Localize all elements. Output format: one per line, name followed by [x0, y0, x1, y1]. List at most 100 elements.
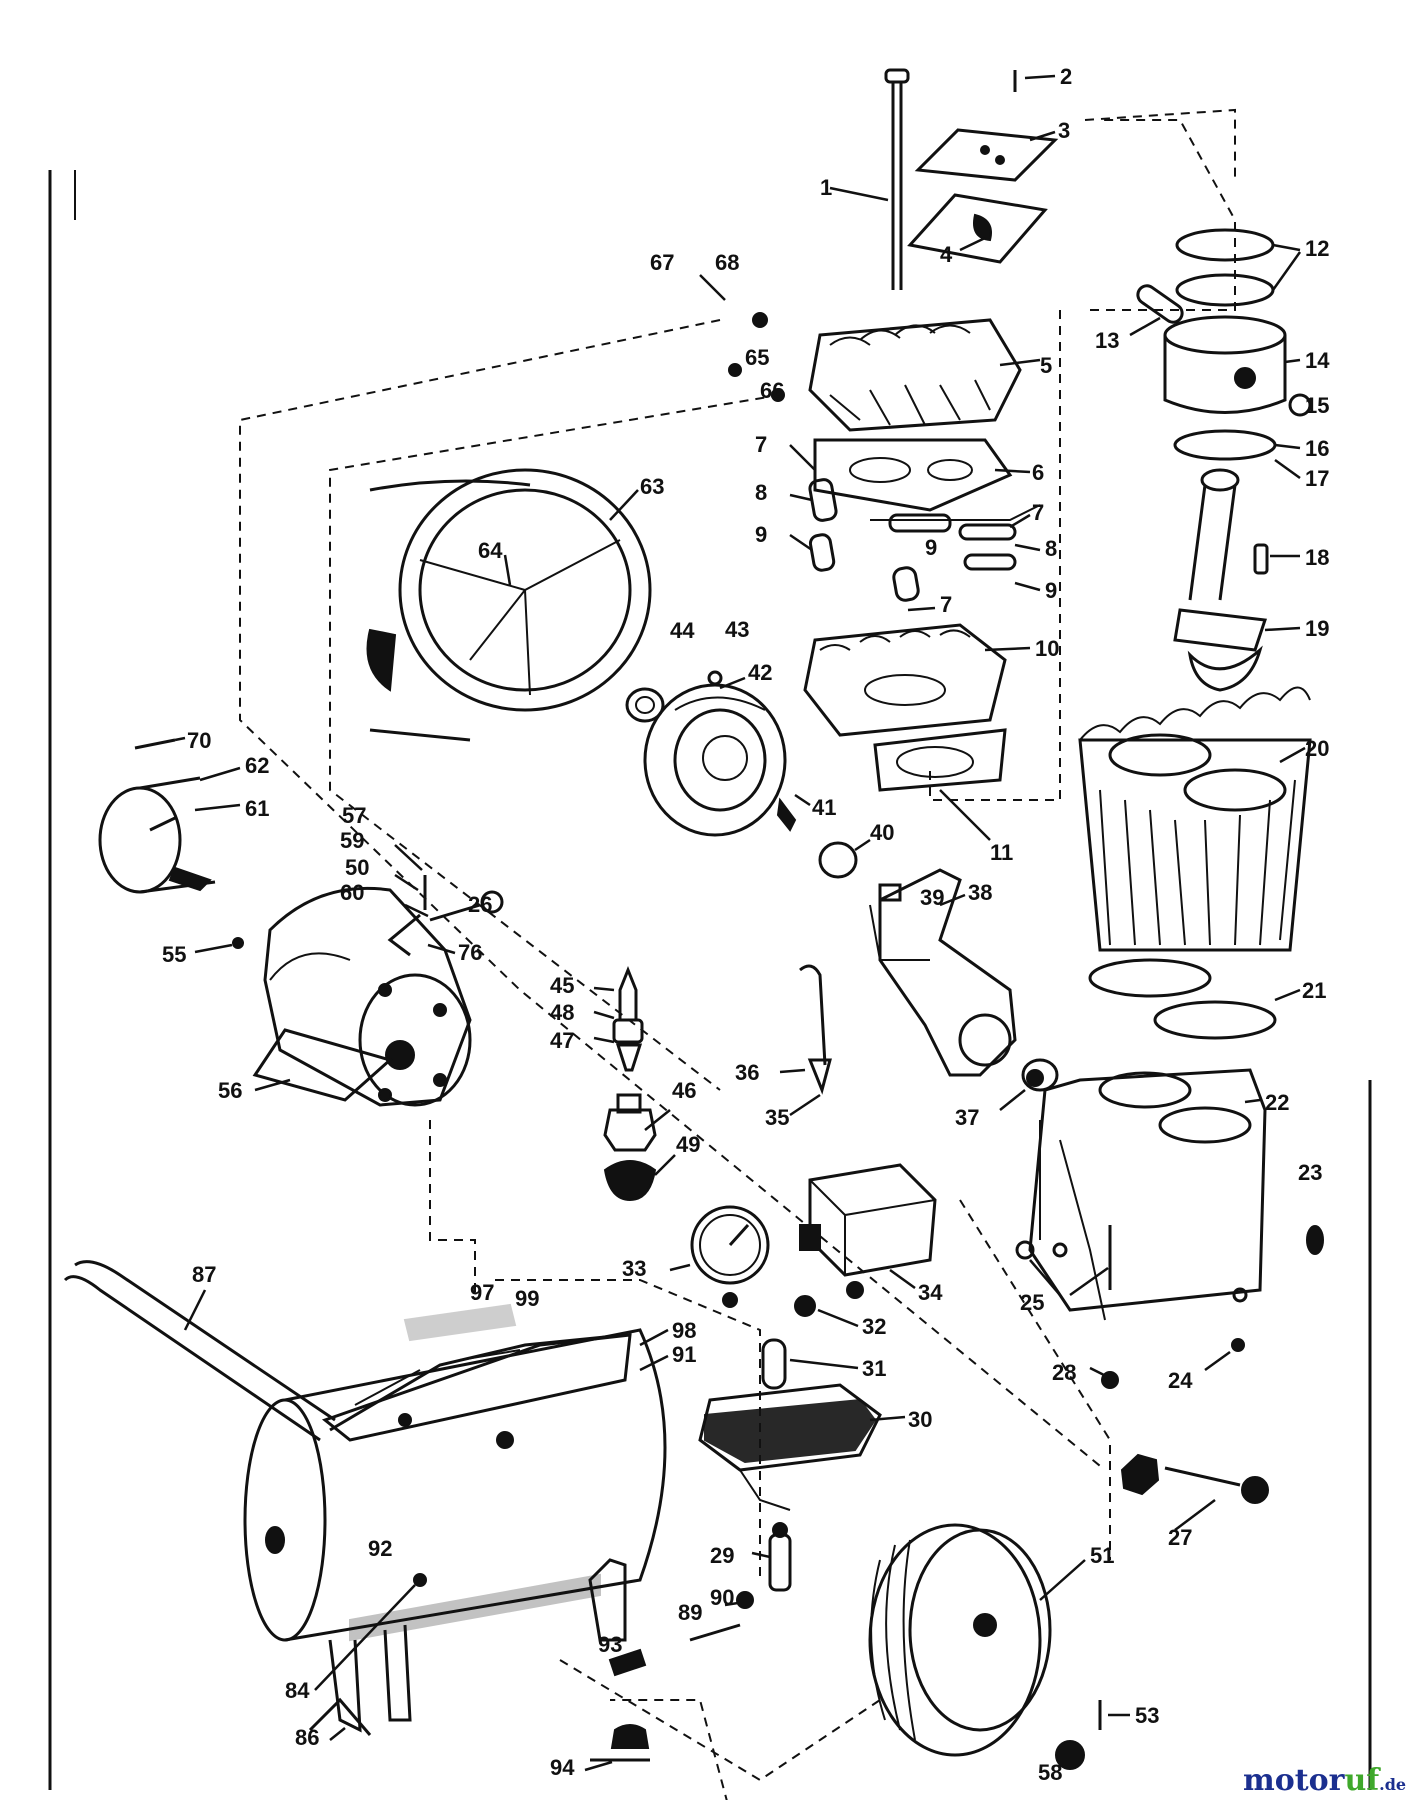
part-61-pulley: [98, 776, 241, 894]
callout: 42: [748, 660, 772, 685]
callout: 94: [550, 1755, 575, 1780]
part-20-cylinder-block: [1078, 686, 1312, 952]
callout: 93: [598, 1632, 622, 1657]
part-67-lockwasher: [699, 274, 726, 301]
callout: 66: [760, 378, 784, 403]
part-41-42-fan-rotor: [643, 676, 811, 837]
part-93-drain-cock: [608, 1648, 647, 1677]
part-91-fitting: [689, 1623, 741, 1642]
part-58-hub-cap: [1055, 1740, 1085, 1770]
parts-45-49-check-valve: [593, 965, 676, 1202]
callout: 67: [650, 250, 674, 275]
part-43-nut: [707, 670, 723, 686]
callout: 90: [710, 1585, 734, 1610]
callout: 17: [1305, 466, 1329, 491]
part-64-screw: [503, 554, 512, 586]
callout: 89: [678, 1600, 702, 1625]
part-60-connector: [404, 890, 504, 922]
part-6-valve-plate: [813, 438, 1031, 512]
callout: 8: [1045, 536, 1057, 561]
part-53-axle-bolt: [1098, 1700, 1130, 1730]
callout: 4: [940, 242, 953, 267]
part-76-bushing: [427, 943, 456, 955]
part-19-connecting-rod: [1173, 468, 1301, 692]
part-22-crankcase: [1028, 1068, 1267, 1321]
part-86-tank-feet: [308, 1624, 412, 1741]
callout: 44: [670, 618, 695, 643]
callout: 23: [1298, 1160, 1322, 1185]
callout: 15: [1305, 393, 1329, 418]
part-32-plug: [794, 1295, 859, 1328]
callout: 6: [1032, 460, 1044, 485]
callout: 24: [1168, 1368, 1193, 1393]
watermark-tld: .de: [1379, 1775, 1406, 1794]
callout: 38: [968, 880, 992, 905]
part-68-screw: [752, 312, 768, 328]
part-25-bolts: [1015, 1225, 1112, 1297]
callout: 41: [812, 795, 836, 820]
callout: 13: [1095, 328, 1119, 353]
part-56-motor: [252, 886, 472, 1107]
part-90-drain-valve: [724, 1591, 754, 1609]
callout: 48: [550, 1000, 574, 1025]
part-35-36-unloader-tube: [779, 964, 832, 1117]
part-84-air-tank: [243, 1328, 669, 1642]
callout: 65: [745, 345, 769, 370]
part-2-screw: [1013, 70, 1056, 92]
part-29-tube: [751, 1522, 792, 1592]
part-5-cylinder-head: [808, 318, 1041, 432]
part-87-handle: [63, 1260, 336, 1442]
part-44-washer: [625, 687, 665, 723]
part-98-shroud: [321, 1328, 669, 1449]
part-31-nipple: [761, 1338, 859, 1390]
callout: 19: [1305, 616, 1329, 641]
callout: 47: [550, 1028, 574, 1053]
callout: 98: [672, 1318, 696, 1343]
callout: 50: [345, 855, 369, 880]
callout: 63: [640, 474, 664, 499]
part-13-wrist-pin: [1129, 284, 1184, 337]
callout: 51: [1090, 1543, 1114, 1568]
part-57-screw: [394, 844, 427, 910]
callout: 18: [1305, 545, 1329, 570]
callout: 2: [1060, 64, 1072, 89]
callout: 57: [342, 803, 366, 828]
part-24-screw: [1204, 1338, 1245, 1372]
callout: 27: [1168, 1525, 1192, 1550]
callout: 20: [1305, 736, 1329, 761]
part-26-nut: [1089, 1366, 1119, 1389]
callout: 55: [162, 942, 186, 967]
callout: 16: [1305, 436, 1329, 461]
callout: 99: [515, 1286, 539, 1311]
part-63-belt-guard: [366, 468, 652, 742]
part-62-key: [199, 766, 241, 782]
part-18-rod-bolt: [1253, 543, 1300, 575]
callout: 49: [676, 1132, 700, 1157]
callout-labels: 1 2 3 4 5 6 7 7 7 8 8 9 9 9 10 11 12 13 …: [162, 64, 1330, 1785]
part-23-plug: [1306, 1225, 1324, 1255]
part-27-bolt: [1164, 1466, 1269, 1531]
callout: 56: [218, 1078, 242, 1103]
part-4-gasket: [907, 193, 1048, 264]
callout: 26: [468, 892, 492, 917]
callout: 25: [1020, 1290, 1044, 1315]
part-21-base-gaskets: [1088, 958, 1301, 1040]
callout: 9: [755, 522, 767, 547]
callout: 45: [550, 973, 574, 998]
callout: 68: [715, 250, 739, 275]
callout: 60: [340, 880, 364, 905]
part-39-key: [878, 883, 902, 902]
part-33-pressure-gauge: [669, 1205, 770, 1308]
callout: 35: [765, 1105, 789, 1130]
part-99-pad: [403, 1303, 517, 1342]
part-11-gasket: [873, 728, 1007, 841]
callout: 62: [245, 753, 269, 778]
callout: 33: [622, 1256, 646, 1281]
callout: 30: [908, 1407, 932, 1432]
callout: 70: [187, 728, 211, 753]
part-59-cord: [387, 873, 421, 957]
part-10-valve-plate-lower: [803, 623, 1031, 737]
callout: 92: [368, 1536, 392, 1561]
part-40-bearing: [818, 838, 871, 879]
callout: 22: [1265, 1090, 1289, 1115]
